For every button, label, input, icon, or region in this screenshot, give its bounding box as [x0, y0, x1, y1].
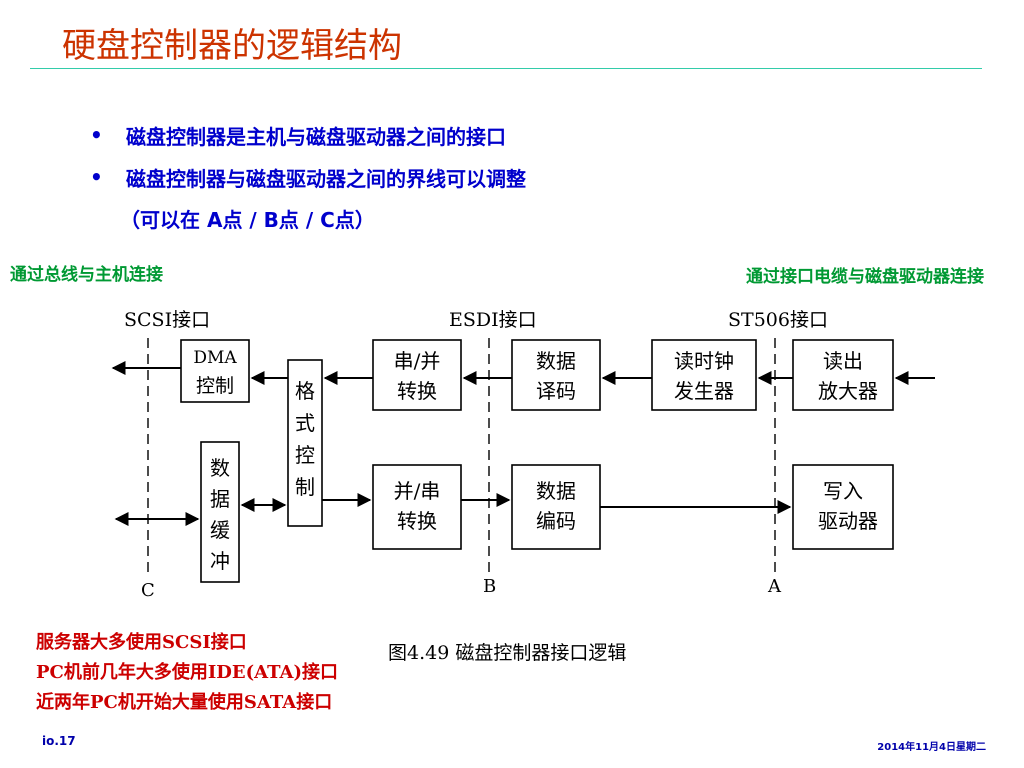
usage-line: PC机前几年大多使用IDE(ATA)接口	[36, 662, 338, 683]
esdi-interface-label: ESDI接口	[449, 309, 537, 331]
encode-label-1: 数据	[536, 479, 576, 503]
read-amplifier-block	[792, 339, 894, 411]
writedrv-label-1: 写入	[823, 479, 863, 503]
decode-label-2: 译码	[536, 379, 576, 403]
format-control-block	[287, 359, 323, 527]
slide-number: io.17	[42, 734, 76, 748]
bullet-item: • 磁盘控制器与磁盘驱动器之间的界线可以调整	[90, 156, 526, 198]
usage-line: 服务器大多使用SCSI接口	[36, 632, 247, 653]
buffer-label-3: 缓	[210, 518, 230, 542]
drive-connection-note: 通过接口电缆与磁盘驱动器连接	[746, 267, 984, 287]
bullet-text: 磁盘控制器与磁盘驱动器之间的界线可以调整	[126, 166, 526, 191]
ps-label-2: 转换	[397, 509, 437, 533]
controller-logic-diagram: SCSI接口 ESDI接口 ST506接口 C B A DMA 控制 格 式 控…	[111, 309, 935, 601]
buffer-label-1: 数	[210, 456, 230, 480]
usage-line: 近两年PC机开始大量使用SATA接口	[36, 692, 333, 713]
readamp-label-1: 读出	[823, 349, 863, 373]
bullet-subtext: （可以在 A点 / B点 / C点）	[120, 207, 375, 232]
dma-label-1: DMA	[193, 348, 237, 368]
encode-label-2: 编码	[536, 509, 576, 533]
format-label-3: 控	[295, 443, 315, 467]
read-clock-block	[651, 339, 757, 411]
serial-parallel-block	[372, 339, 462, 411]
slide-title: 硬盘控制器的逻辑结构	[62, 26, 402, 66]
data-buffer-block	[200, 441, 240, 583]
decode-label-1: 数据	[536, 349, 576, 373]
point-a-label: A	[767, 576, 782, 597]
ps-label-1: 并/串	[394, 479, 441, 503]
write-driver-block	[792, 464, 894, 550]
bullet-text: 磁盘控制器是主机与磁盘驱动器之间的接口	[126, 124, 506, 149]
point-c-label: C	[141, 580, 155, 601]
sp-label-2: 转换	[397, 379, 437, 403]
bullet-marker: •	[90, 165, 103, 189]
scsi-interface-label: SCSI接口	[124, 309, 210, 331]
data-decode-block	[511, 339, 601, 411]
dma-label-2: 控制	[196, 375, 234, 397]
clock-label-2: 发生器	[674, 379, 734, 403]
bullet-marker: •	[90, 123, 103, 147]
title-divider	[30, 68, 982, 69]
parallel-serial-block	[372, 464, 462, 550]
writedrv-label-2: 驱动器	[818, 509, 878, 533]
st506-interface-label: ST506接口	[728, 309, 828, 331]
clock-label-1: 读时钟	[674, 349, 734, 373]
buffer-label-4: 冲	[210, 549, 230, 573]
format-label-2: 式	[295, 411, 315, 435]
buffer-label-2: 据	[210, 487, 230, 511]
host-connection-note: 通过总线与主机连接	[10, 265, 163, 285]
dma-control-block	[180, 339, 250, 403]
format-label-1: 格	[295, 379, 315, 403]
bullet-item: • 磁盘控制器是主机与磁盘驱动器之间的接口	[90, 114, 526, 156]
figure-caption: 图4.49 磁盘控制器接口逻辑	[388, 642, 627, 664]
readamp-label-2: 放大器	[818, 379, 878, 403]
data-encode-block	[511, 464, 601, 550]
slide-date: 2014年11月4日星期二	[877, 742, 986, 753]
sp-label-1: 串/并	[394, 349, 441, 373]
format-label-4: 制	[295, 475, 315, 499]
interface-usage-notes: 服务器大多使用SCSI接口 PC机前几年大多使用IDE(ATA)接口 近两年PC…	[36, 628, 338, 718]
bullet-list: • 磁盘控制器是主机与磁盘驱动器之间的接口 • 磁盘控制器与磁盘驱动器之间的界线…	[90, 114, 526, 238]
point-b-label: B	[483, 576, 496, 597]
